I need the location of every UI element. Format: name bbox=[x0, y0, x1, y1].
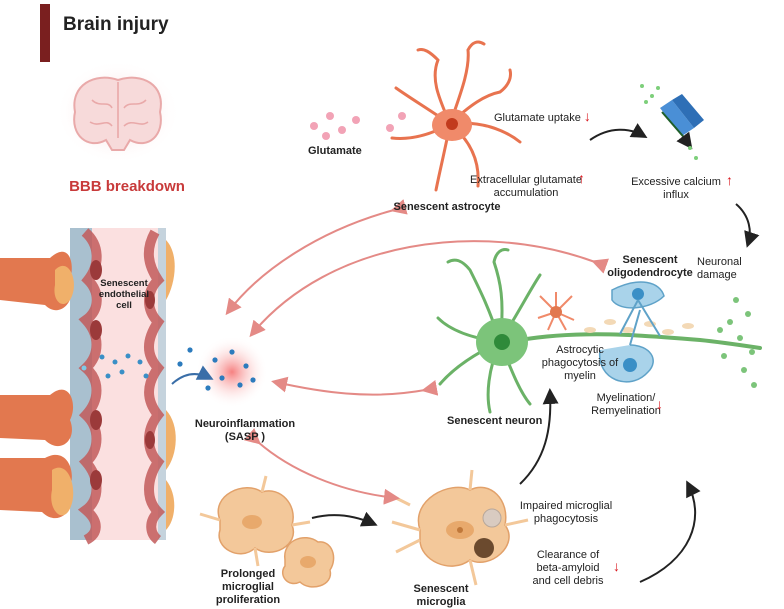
brain-illustration bbox=[56, 60, 180, 164]
arrow-glutamate-calcium bbox=[589, 123, 648, 141]
axon-debris bbox=[717, 297, 757, 388]
bbb-breakdown-label: BBB breakdown bbox=[69, 178, 185, 195]
leak-arrow bbox=[171, 365, 214, 385]
up-arrow-icon: ↑ bbox=[578, 170, 585, 186]
arrow-impaired-phagocytosis bbox=[519, 388, 559, 485]
arrow-oligodendrocyte-inflammation bbox=[249, 240, 610, 338]
senescent-microglia-label: Senescent microglia bbox=[413, 583, 469, 608]
down-arrow-icon: ↓ bbox=[583, 108, 591, 124]
title-accent-bar bbox=[40, 4, 50, 62]
excessive-calcium-label: Excessive calcium influx bbox=[631, 176, 721, 201]
arrow-astrocyte-inflammation bbox=[225, 199, 408, 316]
microglia-illustration bbox=[389, 469, 529, 586]
glutamate-molecules bbox=[310, 112, 406, 140]
senescent-neuron-label: Senescent neuron bbox=[447, 415, 543, 427]
blood-vessel bbox=[0, 228, 176, 545]
arrow-proliferation-senescent bbox=[311, 511, 378, 527]
prolonged-proliferation-label: Prolonged microglial proliferation bbox=[215, 568, 281, 606]
senescent-endothelial-label: Senescent endothelial cell bbox=[98, 278, 150, 311]
arrow-inflammation-microglia bbox=[243, 428, 400, 505]
neuron-nucleus bbox=[494, 334, 510, 350]
impaired-phagocytosis-label: Impaired microglial phagocytosis bbox=[519, 500, 613, 525]
down-arrow-icon: ↓ bbox=[656, 396, 663, 412]
calcium-channel-illustration bbox=[640, 84, 704, 160]
extracellular-glutamate-label: Extracellular glutamate accumulation bbox=[470, 174, 582, 199]
glutamate-label: Glutamate bbox=[308, 145, 362, 157]
down-arrow-icon: ↓ bbox=[613, 558, 620, 574]
neuroinflammation-cloud bbox=[177, 336, 268, 408]
astrocyte-illustration bbox=[390, 40, 522, 192]
oligodendrocyte-illustration bbox=[599, 281, 665, 383]
small-astrocyte-body bbox=[550, 306, 562, 318]
senescent-astrocyte-label: Senescent astrocyte bbox=[393, 201, 501, 213]
arrow-clearance-myelination bbox=[639, 480, 701, 583]
astrocyte-nucleus bbox=[446, 118, 458, 130]
up-arrow-icon: ↑ bbox=[726, 172, 733, 188]
arrow-neuron-inflammation bbox=[271, 376, 439, 396]
senescent-oligodendrocyte-label: Senescent oligodendrocyte bbox=[607, 254, 693, 279]
glutamate-uptake-label: Glutamate uptake ↓ bbox=[494, 108, 591, 124]
myelination-label: Myelination/ Remyelination bbox=[591, 392, 661, 417]
neuronal-damage-label: Neuronal damage bbox=[697, 256, 742, 281]
astrocytic-phagocytosis-label: Astrocytic phagocytosis of myelin bbox=[541, 344, 619, 382]
clearance-label: Clearance of beta-amyloid and cell debri… bbox=[532, 549, 604, 587]
arrow-calcium-damage bbox=[735, 203, 760, 248]
neuroinflammation-label: Neuroinflammation (SASP ) bbox=[194, 418, 296, 443]
page-title: Brain injury bbox=[63, 14, 169, 35]
